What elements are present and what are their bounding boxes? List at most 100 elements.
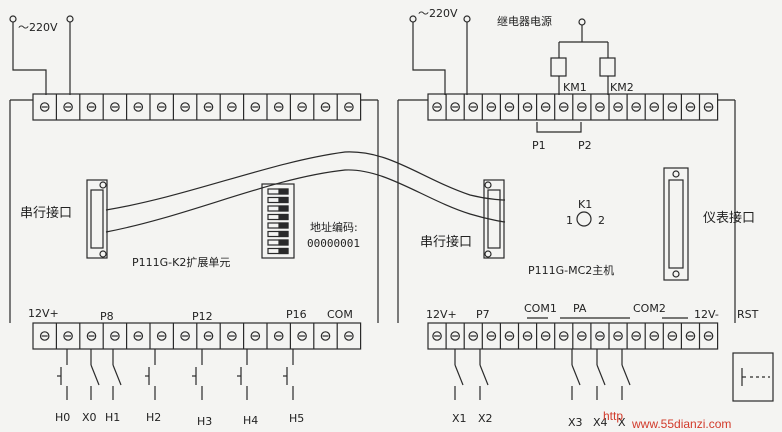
main-top-terminal-screw xyxy=(631,102,641,112)
main-rst-label: RST xyxy=(737,308,759,321)
main-bottom-terminal-screw xyxy=(667,331,678,341)
right-ac-source xyxy=(409,15,471,95)
main-top-terminal-screw xyxy=(522,102,533,112)
serial-cable xyxy=(105,151,506,233)
main-serial-connector xyxy=(483,179,505,259)
instrument-port-label: 仪表接口 xyxy=(703,211,756,226)
expansion-unit-name: P111G-K2扩展单元 xyxy=(132,256,231,269)
main-p7-label: P7 xyxy=(476,308,490,321)
main-bottom-terminal-screw xyxy=(577,331,587,341)
expansion-serial-connector xyxy=(86,179,108,259)
expansion-bottom-terminal-screw xyxy=(227,331,237,341)
input-label-x1: X1 xyxy=(452,412,467,425)
main-top-terminal-screw xyxy=(703,102,714,112)
main-top-terminal-screw xyxy=(540,102,551,112)
main-unit-frame xyxy=(397,99,736,323)
address-label: 地址编码: xyxy=(310,221,358,234)
main-bottom-terminal-screw xyxy=(558,331,569,341)
expansion-top-terminal-screw xyxy=(250,102,261,112)
main-top-terminal-screw xyxy=(613,102,623,112)
expansion-bottom-terminal-screw xyxy=(273,331,284,341)
expansion-bottom-terminal-screw xyxy=(203,331,214,341)
main-bottom-terminal-screw xyxy=(504,331,515,341)
expansion-serial-label: 串行接口 xyxy=(20,206,73,221)
expansion-com-label: COM xyxy=(327,308,353,321)
expansion-bottom-terminal-screw xyxy=(39,331,50,341)
expansion-top-terminal-screw xyxy=(133,102,144,112)
main-input-switch xyxy=(621,364,631,386)
expansion-p16-label: P16 xyxy=(286,308,307,321)
left-ac-label: ～220V xyxy=(18,21,58,34)
dip-switch xyxy=(261,183,295,259)
main-bottom-terminal-screw xyxy=(613,331,623,341)
input-label-x: X xyxy=(618,416,626,429)
expansion-bottom-terminal-screw xyxy=(344,331,354,341)
relay-supply-label: 继电器电源 xyxy=(497,15,552,28)
main-pa-label: PA xyxy=(573,302,587,315)
expansion-bottom-terminal-screw xyxy=(156,331,167,341)
input-label-x3: X3 xyxy=(568,416,583,429)
expansion-p8-label: P8 xyxy=(100,310,114,323)
expansion-top-terminals xyxy=(32,93,362,121)
expansion-bottom-terminal-screw xyxy=(180,331,190,341)
p1-p2-leads xyxy=(536,122,582,133)
main-bottom-terminals xyxy=(427,322,719,350)
expansion-bottom-terminal-screw xyxy=(63,331,73,341)
input-label-h1: H1 xyxy=(105,411,121,424)
k1-switch xyxy=(576,211,592,227)
k1-label: K1 xyxy=(578,198,593,211)
main-bottom-terminal-screw xyxy=(486,331,497,341)
km1-relay-coil xyxy=(550,57,567,77)
main-top-terminal-screw xyxy=(558,102,569,112)
main-top-terminal-screw xyxy=(450,102,460,112)
main-12v-label: 12V+ xyxy=(426,308,457,321)
input-label-h3: H3 xyxy=(197,415,213,428)
main-bottom-terminal-screw xyxy=(468,331,479,341)
expansion-top-terminal-screw xyxy=(344,102,354,112)
main-top-terminal-screw xyxy=(649,102,660,112)
expansion-p12-label: P12 xyxy=(192,310,213,323)
expansion-top-terminal-screw xyxy=(180,102,190,112)
expansion-bottom-terminals xyxy=(32,322,362,350)
k1-pin2-label: 2 xyxy=(598,214,605,227)
expansion-bottom-terminal-screw xyxy=(250,331,261,341)
right-ac-label: ～220V xyxy=(418,7,458,20)
main-serial-label: 串行接口 xyxy=(420,235,473,250)
p1-label: P1 xyxy=(532,139,546,152)
expansion-top-terminal-screw xyxy=(156,102,167,112)
expansion-input-switch xyxy=(112,364,122,386)
main-top-terminal-screw xyxy=(577,102,587,112)
watermark-prefix: http xyxy=(603,409,624,423)
relay-supply-circuit xyxy=(550,18,616,95)
main-bottom-terminal-screw xyxy=(685,331,696,341)
left-ac-source xyxy=(9,15,74,95)
expansion-input-switch xyxy=(90,364,100,386)
input-label-x0: X0 xyxy=(82,411,97,424)
main-bottom-terminal-screw xyxy=(450,331,460,341)
address-value: 00000001 xyxy=(307,237,360,250)
expansion-bottom-terminal-screw xyxy=(110,331,120,341)
main-bottom-terminal-screw xyxy=(522,331,533,341)
expansion-bottom-terminal-screw xyxy=(86,331,97,341)
p2-label: P2 xyxy=(578,139,592,152)
expansion-input-switches xyxy=(57,349,294,400)
main-top-terminal-screw xyxy=(432,102,442,112)
watermark-site: www.55dianzi.com xyxy=(632,417,732,431)
expansion-top-terminal-screw xyxy=(273,102,284,112)
main-com1-label: COM1 xyxy=(524,302,557,315)
main-bottom-terminal-screw xyxy=(540,331,551,341)
main-top-terminal-screw xyxy=(595,102,605,112)
km2-label: KM2 xyxy=(610,81,634,94)
main-top-terminal-screw xyxy=(468,102,479,112)
expansion-top-terminal-screw xyxy=(320,102,331,112)
main-input-switch xyxy=(571,364,581,386)
main-top-terminal-screw xyxy=(667,102,678,112)
main-bottom-terminal-screw xyxy=(595,331,605,341)
k1-pin1-label: 1 xyxy=(566,214,573,227)
expansion-bottom-terminal-screw xyxy=(133,331,144,341)
expansion-unit-frame xyxy=(9,99,379,323)
input-label-x4: X4 xyxy=(593,416,608,429)
main-12v-minus-label: 12V- xyxy=(694,308,719,321)
